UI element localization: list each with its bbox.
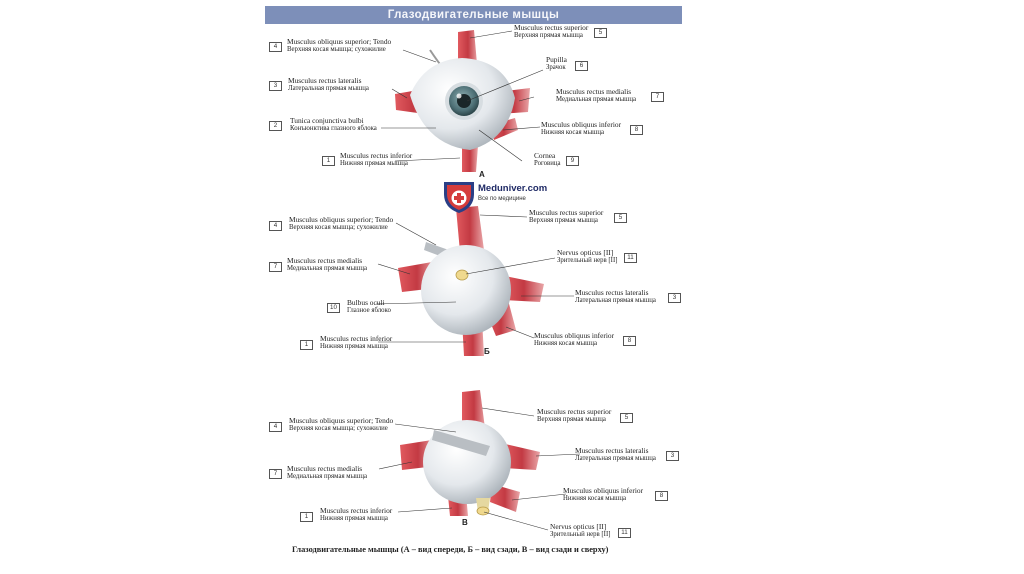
label-rectus-superior: Musculus rectus superior Верхняя прямая …	[537, 408, 611, 424]
label-rectus-superior: Musculus rectus superior Верхняя прямая …	[514, 24, 588, 40]
label-nervus-opticus: Nervus opticus [II] Зрительный нерв [II]	[557, 249, 617, 265]
label-bulbus-oculi: Bulbus oculi Глазное яблоко	[347, 299, 391, 315]
label-rectus-inferior: Musculus rectus inferior Нижняя прямая м…	[320, 507, 392, 523]
view-a-illustration	[395, 30, 530, 172]
pupil-highlight	[457, 94, 462, 99]
view-letter-a: А	[479, 170, 485, 179]
label-rectus-inferior: Musculus rectus inferior Нижняя прямая м…	[320, 335, 392, 351]
label-tunica-conjunctiva: Tunica conjunctiva bulbi Конъюнктива гла…	[290, 117, 377, 133]
label-rectus-lateralis: Musculus rectus lateralis Латеральная пр…	[575, 289, 656, 305]
label-pupilla: Pupilla Зрачок	[546, 56, 567, 72]
label-number: 1	[322, 156, 335, 166]
label-nervus-opticus: Nervus opticus [II] Зрительный нерв [II]	[550, 523, 610, 539]
label-rectus-superior: Musculus rectus superior Верхняя прямая …	[529, 209, 603, 225]
label-number: 7	[269, 262, 282, 272]
view-letter-c: В	[462, 518, 468, 527]
label-rectus-medialis: Musculus rectus medialis Медиальная прям…	[287, 257, 367, 273]
label-number: 8	[655, 491, 668, 501]
logo-name: Meduniver.com	[478, 183, 547, 194]
label-number: 8	[623, 336, 636, 346]
label-obliquus-superior: Musculus obliquus superior; Tendo Верхня…	[289, 417, 393, 433]
label-number: 5	[614, 213, 627, 223]
view-c-illustration	[400, 390, 540, 516]
figure-caption: Глазодвигательные мышцы (А – вид спереди…	[292, 545, 608, 554]
label-number: 1	[300, 512, 313, 522]
label-obliquus-superior: Musculus obliquus superior; Tendo Верхня…	[289, 216, 393, 232]
label-number: 5	[594, 28, 607, 38]
meduniver-shield-logo	[443, 180, 475, 214]
label-number: 4	[269, 221, 282, 231]
label-obliquus-superior: Musculus obliquus superior; Tendo Верхня…	[287, 38, 391, 54]
label-obliquus-inferior: Musculus obliquus inferior Нижняя косая …	[563, 487, 643, 503]
eyeball	[421, 245, 511, 335]
label-number: 7	[651, 92, 664, 102]
label-number: 11	[618, 528, 631, 538]
logo-tagline: Все по медицине	[478, 196, 526, 202]
label-rectus-medialis: Musculus rectus medialis Медиальная прям…	[556, 88, 636, 104]
label-number: 10	[327, 303, 340, 313]
label-number: 11	[624, 253, 637, 263]
label-number: 5	[620, 413, 633, 423]
optic-nerve	[456, 270, 468, 280]
label-number: 6	[575, 61, 588, 71]
label-rectus-inferior: Musculus rectus inferior Нижняя прямая м…	[340, 152, 412, 168]
label-number: 3	[668, 293, 681, 303]
label-obliquus-inferior: Musculus obliquus inferior Нижняя косая …	[534, 332, 614, 348]
label-number: 4	[269, 42, 282, 52]
label-number: 3	[269, 81, 282, 91]
label-obliquus-inferior: Musculus obliquus inferior Нижняя косая …	[541, 121, 621, 137]
label-number: 8	[630, 125, 643, 135]
label-number: 3	[666, 451, 679, 461]
optic-nerve-end	[477, 507, 489, 515]
label-rectus-lateralis: Musculus rectus lateralis Латеральная пр…	[288, 77, 369, 93]
label-number: 2	[269, 121, 282, 131]
view-letter-b: Б	[484, 347, 490, 356]
label-number: 9	[566, 156, 579, 166]
label-number: 7	[269, 469, 282, 479]
label-rectus-lateralis: Musculus rectus lateralis Латеральная пр…	[575, 447, 656, 463]
label-cornea: Cornea Роговица	[534, 152, 561, 168]
label-number: 4	[269, 422, 282, 432]
label-rectus-medialis: Musculus rectus medialis Медиальная прям…	[287, 465, 367, 481]
label-number: 1	[300, 340, 313, 350]
